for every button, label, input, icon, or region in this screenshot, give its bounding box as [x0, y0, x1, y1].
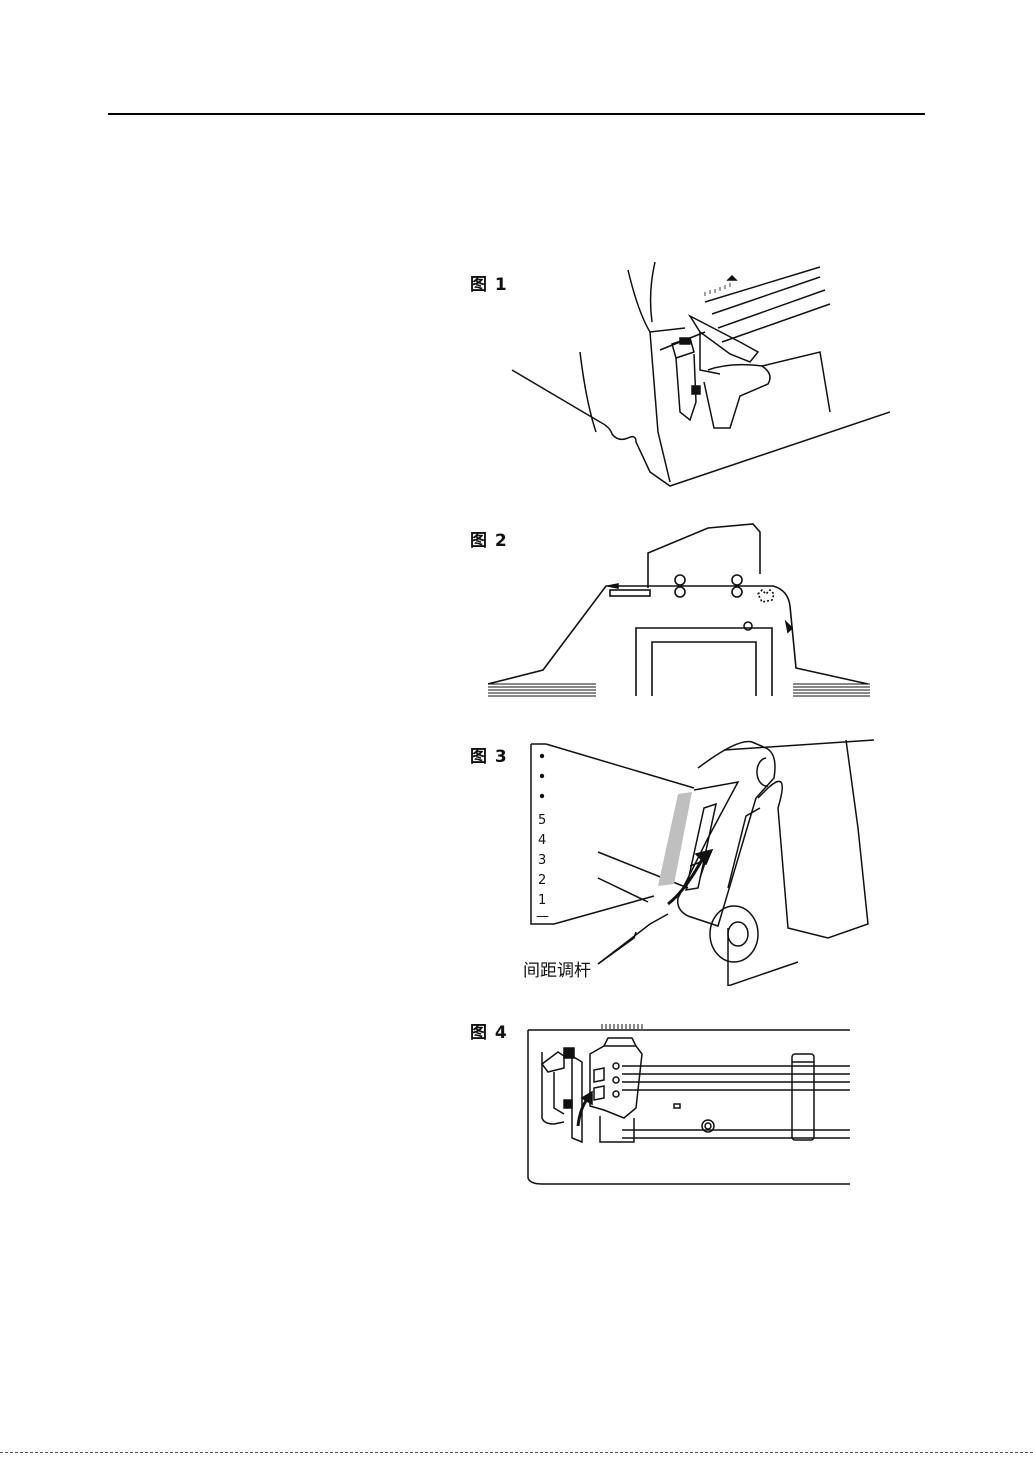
scale-dot — [540, 774, 544, 778]
figure-4-top-view — [524, 1018, 860, 1188]
header-rule — [108, 113, 925, 115]
figure-3-gap-lever-view: 5 4 3 2 1 — — [528, 738, 878, 986]
figure-4-label: 图 4 — [470, 1018, 508, 1043]
scale-mark-3: 3 — [538, 853, 546, 868]
footer-rule — [0, 1452, 1033, 1453]
gap-lever-callout-label: 间距调杆 — [523, 956, 591, 981]
scale-mark-2: 2 — [538, 873, 546, 888]
scale-mark-4: 4 — [538, 833, 546, 848]
figure-1-printer-side-view — [500, 262, 890, 492]
scale-mark-1: 1 — [538, 893, 546, 908]
figure-3-label: 图 3 — [470, 742, 508, 767]
scale-dot — [540, 754, 544, 758]
scale-mark-5: 5 — [538, 813, 546, 828]
figure-2-paper-path-diagram — [488, 518, 888, 700]
scale-dot — [540, 794, 544, 798]
scale-mark-dash: — — [536, 909, 549, 924]
